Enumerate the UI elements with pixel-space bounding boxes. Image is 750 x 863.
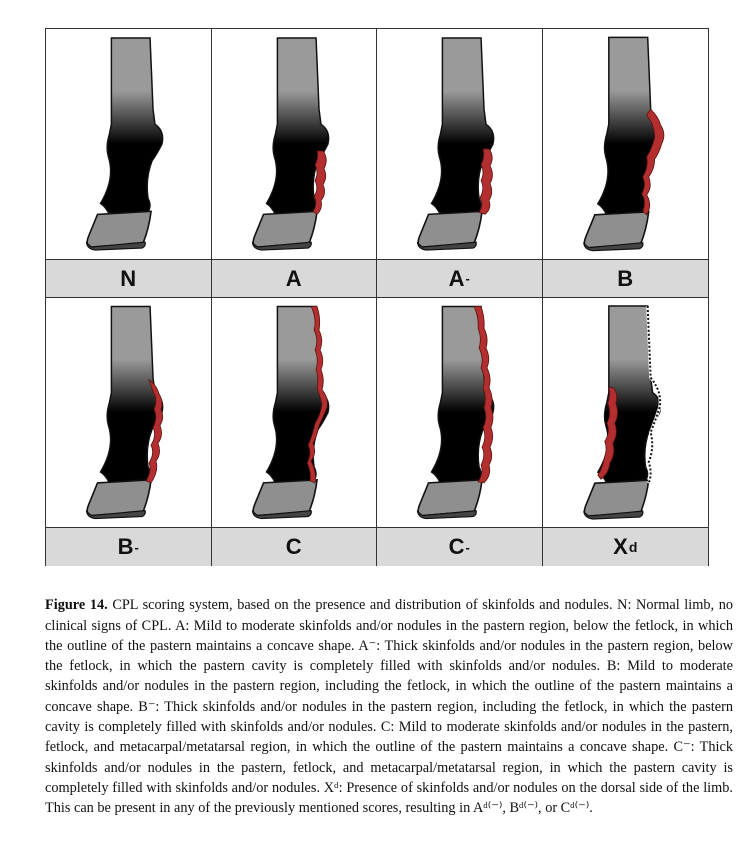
panel-c-minus-label: C- <box>377 527 543 566</box>
panel-c-image <box>211 298 377 527</box>
score-label: B <box>117 534 134 559</box>
score-modifier: - <box>465 271 470 286</box>
score-label: C <box>285 534 302 559</box>
score-label: A <box>448 265 465 291</box>
panel-a-image <box>211 29 377 259</box>
limb-score-a-illustration <box>212 29 377 259</box>
limb-score-c-minus-illustration <box>377 298 542 527</box>
panel-b-minus-image <box>46 298 212 527</box>
panel-xd-image <box>542 298 708 527</box>
panel-a-minus-label: A- <box>377 259 543 298</box>
panel-a-label: A <box>211 259 377 298</box>
panel-n-label: N <box>46 259 212 298</box>
panel-c-minus-image <box>377 298 543 527</box>
limb-score-xd-illustration <box>543 298 662 527</box>
panel-b-minus-label: B- <box>46 527 212 566</box>
panel-b-label: B <box>542 259 708 298</box>
panel-c-label: C <box>211 527 377 566</box>
score-label: B <box>617 265 634 291</box>
normal-limb-illustration <box>46 29 211 259</box>
score-modifier: - <box>134 539 139 555</box>
figure-caption: Figure 14. CPL scoring system, based on … <box>45 595 733 818</box>
limb-score-b-minus-illustration <box>46 298 211 527</box>
score-label: C <box>448 534 465 559</box>
score-modifier: - <box>465 539 470 555</box>
limb-score-a-minus-illustration <box>377 29 542 259</box>
caption-text: CPL scoring system, based on the presenc… <box>45 597 733 817</box>
limb-score-c-illustration <box>212 298 377 527</box>
score-subscript: d <box>628 539 638 555</box>
figure-number: Figure 14. <box>45 597 108 614</box>
score-label: A <box>285 265 302 291</box>
limb-score-b-illustration <box>543 29 664 259</box>
score-label: N <box>120 265 137 291</box>
panel-n-image <box>46 29 212 259</box>
panel-a-minus-image <box>377 29 543 259</box>
panel-b-image <box>542 29 708 259</box>
score-label: X <box>613 534 628 559</box>
